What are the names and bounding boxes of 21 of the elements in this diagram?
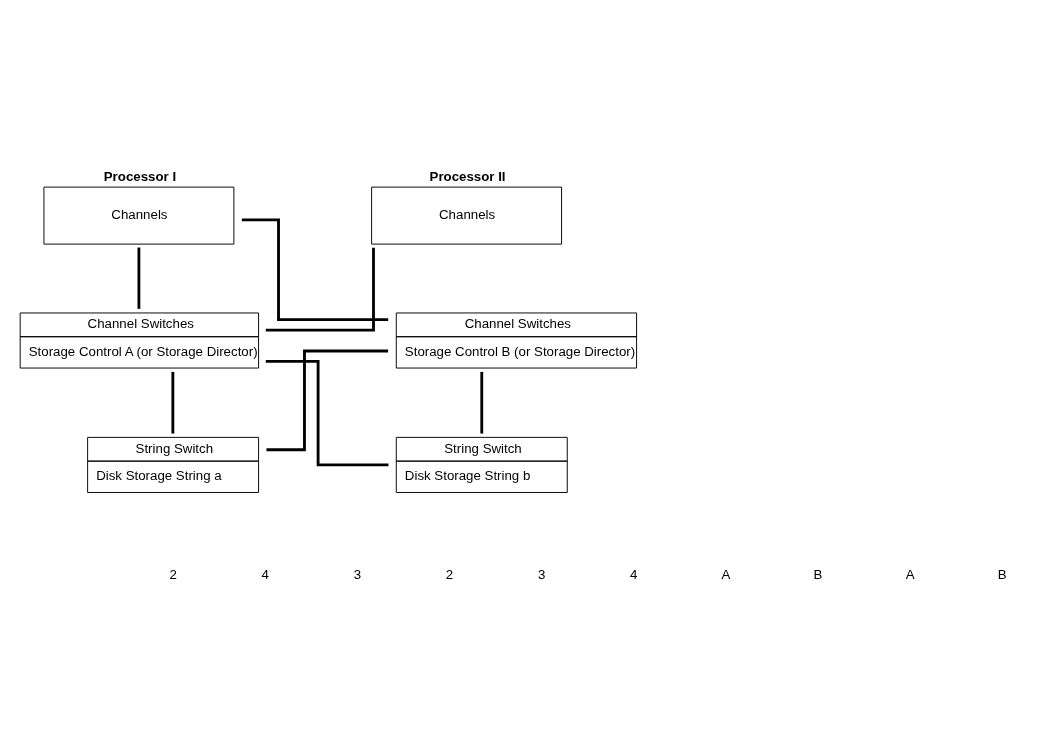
label: 3 — [537, 566, 546, 582]
label: B — [813, 566, 823, 582]
connector — [265, 247, 375, 331]
label: A — [905, 566, 915, 582]
node-label: Processor II — [429, 168, 506, 184]
connector — [171, 371, 175, 434]
connector — [241, 217, 389, 321]
label: A — [721, 566, 731, 582]
label: 2 — [169, 566, 177, 582]
connector — [266, 349, 389, 451]
label: 2 — [445, 566, 454, 582]
connector — [137, 247, 141, 309]
label: 3 — [353, 566, 362, 582]
label: 4 — [630, 566, 638, 582]
node-box: Channels — [371, 186, 563, 245]
label: B — [997, 566, 1007, 582]
connector — [480, 371, 484, 434]
label: 4 — [261, 566, 269, 582]
node-label: Processor I — [103, 168, 177, 184]
node-box: Channels — [43, 186, 235, 245]
connector — [265, 359, 389, 466]
